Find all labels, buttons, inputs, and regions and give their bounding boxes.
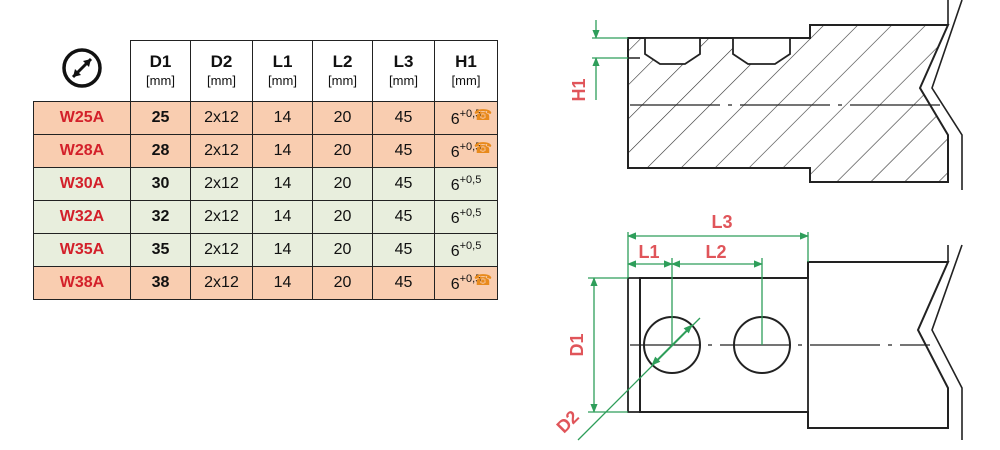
h1-tolerance: +0,5: [459, 140, 482, 153]
row-d1: 25: [130, 101, 191, 135]
col-header-l3: L3[mm]: [372, 40, 435, 102]
l2-label: L2: [705, 242, 726, 262]
row-l2: 20: [312, 167, 373, 201]
row-d1: 32: [130, 200, 191, 234]
row-l1: 14: [252, 233, 313, 267]
row-h1: 6+0,5: [434, 233, 498, 267]
row-d2: 2x12: [190, 134, 253, 168]
d1-label: D1: [567, 333, 587, 356]
row-d2: 2x12: [190, 200, 253, 234]
row-l3: 45: [372, 134, 435, 168]
row-l2: 20: [312, 266, 373, 300]
phone-icon[interactable]: ☎: [473, 107, 493, 124]
h1-tolerance: +0,5: [459, 206, 482, 219]
col-header-d1: D1[mm]: [130, 40, 191, 102]
h1-base: 6: [450, 242, 460, 260]
h1-base: 6: [450, 275, 460, 293]
row-d2: 2x12: [190, 233, 253, 267]
spec-table-wrap: D1[mm] D2[mm] L1[mm] L2[mm] L3[mm] H1[mm…: [33, 40, 498, 300]
row-code: W35A: [33, 233, 131, 267]
h1-tolerance: +0,5: [459, 272, 482, 285]
row-d1: 30: [130, 167, 191, 201]
side-view: L3 L1 L2 D1 D2: [553, 212, 963, 441]
row-code: W32A: [33, 200, 131, 234]
h1-base: 6: [450, 143, 460, 161]
row-l2: 20: [312, 134, 373, 168]
row-d1: 38: [130, 266, 191, 300]
col-header-d2: D2[mm]: [190, 40, 253, 102]
l1-label: L1: [638, 242, 659, 262]
diameter-icon: [62, 48, 102, 88]
row-h1: 6+0,5: [434, 200, 498, 234]
col-header-h1: H1[mm]: [434, 40, 498, 102]
row-l1: 14: [252, 134, 313, 168]
phone-icon[interactable]: ☎: [473, 140, 493, 157]
row-l1: 14: [252, 266, 313, 300]
row-h1: 6+0,5: [434, 134, 498, 168]
row-code: W38A: [33, 266, 131, 300]
row-code: W25A: [33, 101, 131, 135]
row-l1: 14: [252, 200, 313, 234]
diameter-icon-cell: [33, 40, 131, 102]
row-d2: 2x12: [190, 266, 253, 300]
h1-tolerance: +0,5: [459, 239, 482, 252]
phone-icon[interactable]: ☎: [473, 272, 493, 289]
row-l1: 14: [252, 167, 313, 201]
row-h1: 6+0,5: [434, 167, 498, 201]
table-header-row: D1[mm] D2[mm] L1[mm] L2[mm] L3[mm] H1[mm…: [33, 40, 498, 102]
h1-label: H1: [569, 78, 589, 101]
row-l2: 20: [312, 101, 373, 135]
h1-tolerance: +0,5: [459, 173, 482, 186]
row-h1: 6+0,5: [434, 266, 498, 300]
col-header-l2: L2[mm]: [312, 40, 373, 102]
h1-base: 6: [450, 110, 460, 128]
section-view: H1: [569, 0, 963, 190]
row-code: W28A: [33, 134, 131, 168]
row-l3: 45: [372, 266, 435, 300]
col-header-l1: L1[mm]: [252, 40, 313, 102]
row-l3: 45: [372, 233, 435, 267]
h1-tolerance: +0,5: [459, 107, 482, 120]
l3-label: L3: [711, 212, 732, 232]
row-l2: 20: [312, 233, 373, 267]
row-h1: 6+0,5: [434, 101, 498, 135]
row-l3: 45: [372, 167, 435, 201]
h1-base: 6: [450, 209, 460, 227]
row-d1: 35: [130, 233, 191, 267]
h1-base: 6: [450, 176, 460, 194]
row-l3: 45: [372, 101, 435, 135]
spec-table: D1[mm] D2[mm] L1[mm] L2[mm] L3[mm] H1[mm…: [33, 40, 498, 300]
row-l2: 20: [312, 200, 373, 234]
d2-label: D2: [553, 407, 583, 437]
row-d2: 2x12: [190, 101, 253, 135]
